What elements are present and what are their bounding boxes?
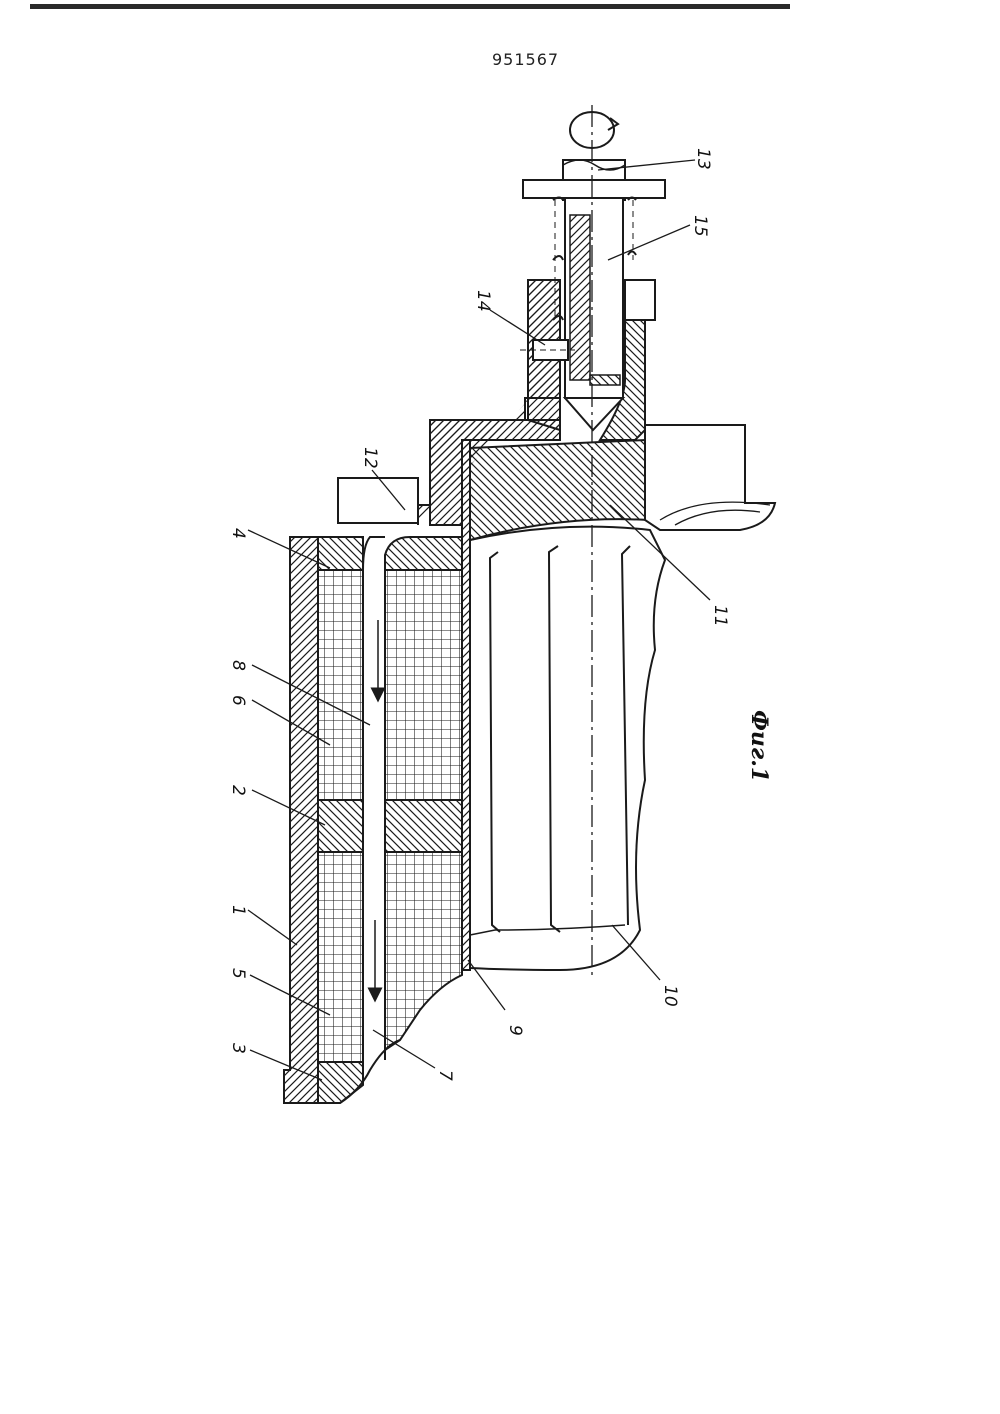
callout-4: 4 — [228, 528, 248, 539]
inner-stack-lower — [385, 852, 462, 1050]
callout-10: 10 — [660, 985, 680, 1007]
callout-14: 14 — [473, 290, 493, 312]
end-ring-bottom — [318, 1062, 363, 1103]
right-flange — [645, 425, 775, 530]
top-cap — [470, 440, 648, 540]
plunger-foot — [590, 375, 620, 385]
callout-15: 15 — [690, 215, 710, 237]
rotor-body — [470, 527, 665, 970]
housing-wall — [284, 537, 318, 1103]
figure-caption: Фиг.1 — [746, 710, 772, 782]
callout-9: 9 — [505, 1025, 525, 1036]
callout-12: 12 — [360, 447, 380, 469]
callout-3: 3 — [228, 1043, 248, 1054]
callout-2: 2 — [228, 785, 248, 796]
cooling-channel — [363, 537, 385, 1070]
spacer-ring-outer — [318, 800, 363, 852]
callout-1: 1 — [228, 905, 248, 916]
inner-end-ring-top — [385, 537, 462, 570]
callout-5: 5 — [228, 968, 248, 979]
right-boss — [625, 280, 655, 320]
callout-6: 6 — [228, 695, 248, 706]
callout-13: 13 — [693, 148, 713, 170]
plunger-sleeve — [570, 215, 590, 380]
shaft-collar — [523, 180, 665, 198]
callout-8: 8 — [228, 660, 248, 671]
outer-stack-upper — [318, 570, 363, 800]
bracket — [338, 478, 418, 523]
inner-stack-upper — [385, 570, 462, 800]
callout-7: 7 — [435, 1070, 455, 1081]
callout-11: 11 — [710, 605, 730, 627]
outer-stack-lower — [318, 852, 363, 1062]
spacer-ring-inner — [385, 800, 462, 852]
thin-wall — [462, 440, 470, 970]
